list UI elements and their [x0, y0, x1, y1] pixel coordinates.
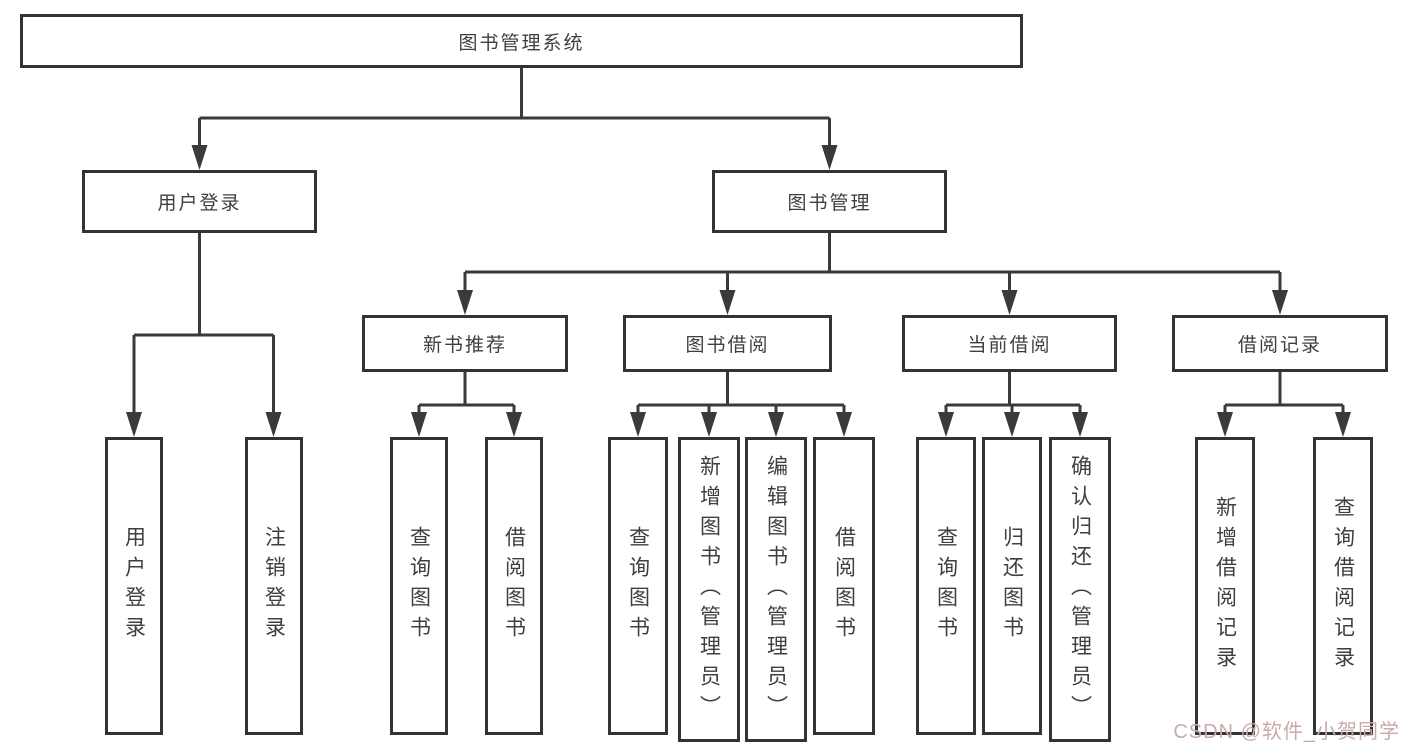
leaf-confirm-return-admin-label: 确认归还（管理员） [1068, 454, 1092, 725]
node-book-management: 图书管理 [712, 170, 947, 233]
leaf-user-login-label: 用户登录 [122, 526, 146, 646]
node-root: 图书管理系统 [20, 14, 1023, 68]
node-borrow-records-label: 借阅记录 [1237, 335, 1322, 356]
node-book-borrow-label: 图书借阅 [685, 335, 770, 356]
leaf-query-books-recommend-label: 查询图书 [407, 526, 431, 646]
node-borrow-records: 借阅记录 [1172, 315, 1388, 372]
leaf-query-borrow-record-label: 查询借阅记录 [1331, 496, 1355, 676]
node-book-borrow: 图书借阅 [623, 315, 832, 372]
leaf-return-books: 归还图书 [982, 437, 1042, 735]
arrowheads [126, 145, 1351, 437]
leaf-query-books-recommend: 查询图书 [390, 437, 448, 735]
node-user-login-label: 用户登录 [157, 193, 242, 214]
leaf-query-books-borrow: 查询图书 [608, 437, 668, 735]
leaf-logout-login-label: 注销登录 [262, 526, 286, 646]
leaf-query-books-borrow-label: 查询图书 [626, 526, 650, 646]
node-new-book-recommend: 新书推荐 [362, 315, 568, 372]
node-root-label: 图书管理系统 [458, 32, 585, 54]
leaf-confirm-return-admin: 确认归还（管理员） [1049, 437, 1111, 742]
node-current-borrow-label: 当前借阅 [967, 335, 1052, 356]
leaf-add-borrow-record-label: 新增借阅记录 [1213, 496, 1237, 676]
leaf-borrow-books: 借阅图书 [813, 437, 875, 735]
leaf-edit-books-admin-label: 编辑图书（管理员） [764, 454, 788, 725]
leaf-add-books-admin-label: 新增图书（管理员） [697, 454, 721, 725]
leaf-edit-books-admin: 编辑图书（管理员） [745, 437, 807, 742]
leaf-query-books-current-label: 查询图书 [934, 526, 958, 646]
leaf-borrow-books-recommend: 借阅图书 [485, 437, 543, 735]
leaf-borrow-books-recommend-label: 借阅图书 [502, 526, 526, 646]
leaf-query-borrow-record: 查询借阅记录 [1313, 437, 1373, 735]
node-book-management-label: 图书管理 [787, 193, 872, 214]
node-new-book-recommend-label: 新书推荐 [422, 335, 507, 356]
leaf-logout-login: 注销登录 [245, 437, 303, 735]
leaf-add-borrow-record: 新增借阅记录 [1195, 437, 1255, 735]
connector-paths [132, 68, 1345, 417]
leaf-add-books-admin: 新增图书（管理员） [678, 437, 740, 742]
leaf-query-books-current: 查询图书 [916, 437, 976, 735]
node-user-login: 用户登录 [82, 170, 317, 233]
node-current-borrow: 当前借阅 [902, 315, 1117, 372]
leaf-user-login: 用户登录 [105, 437, 163, 735]
leaf-return-books-label: 归还图书 [1000, 526, 1024, 646]
csdn-watermark: CSDN @软件_小贺同学 [1173, 721, 1400, 743]
leaf-borrow-books-label: 借阅图书 [832, 526, 856, 646]
